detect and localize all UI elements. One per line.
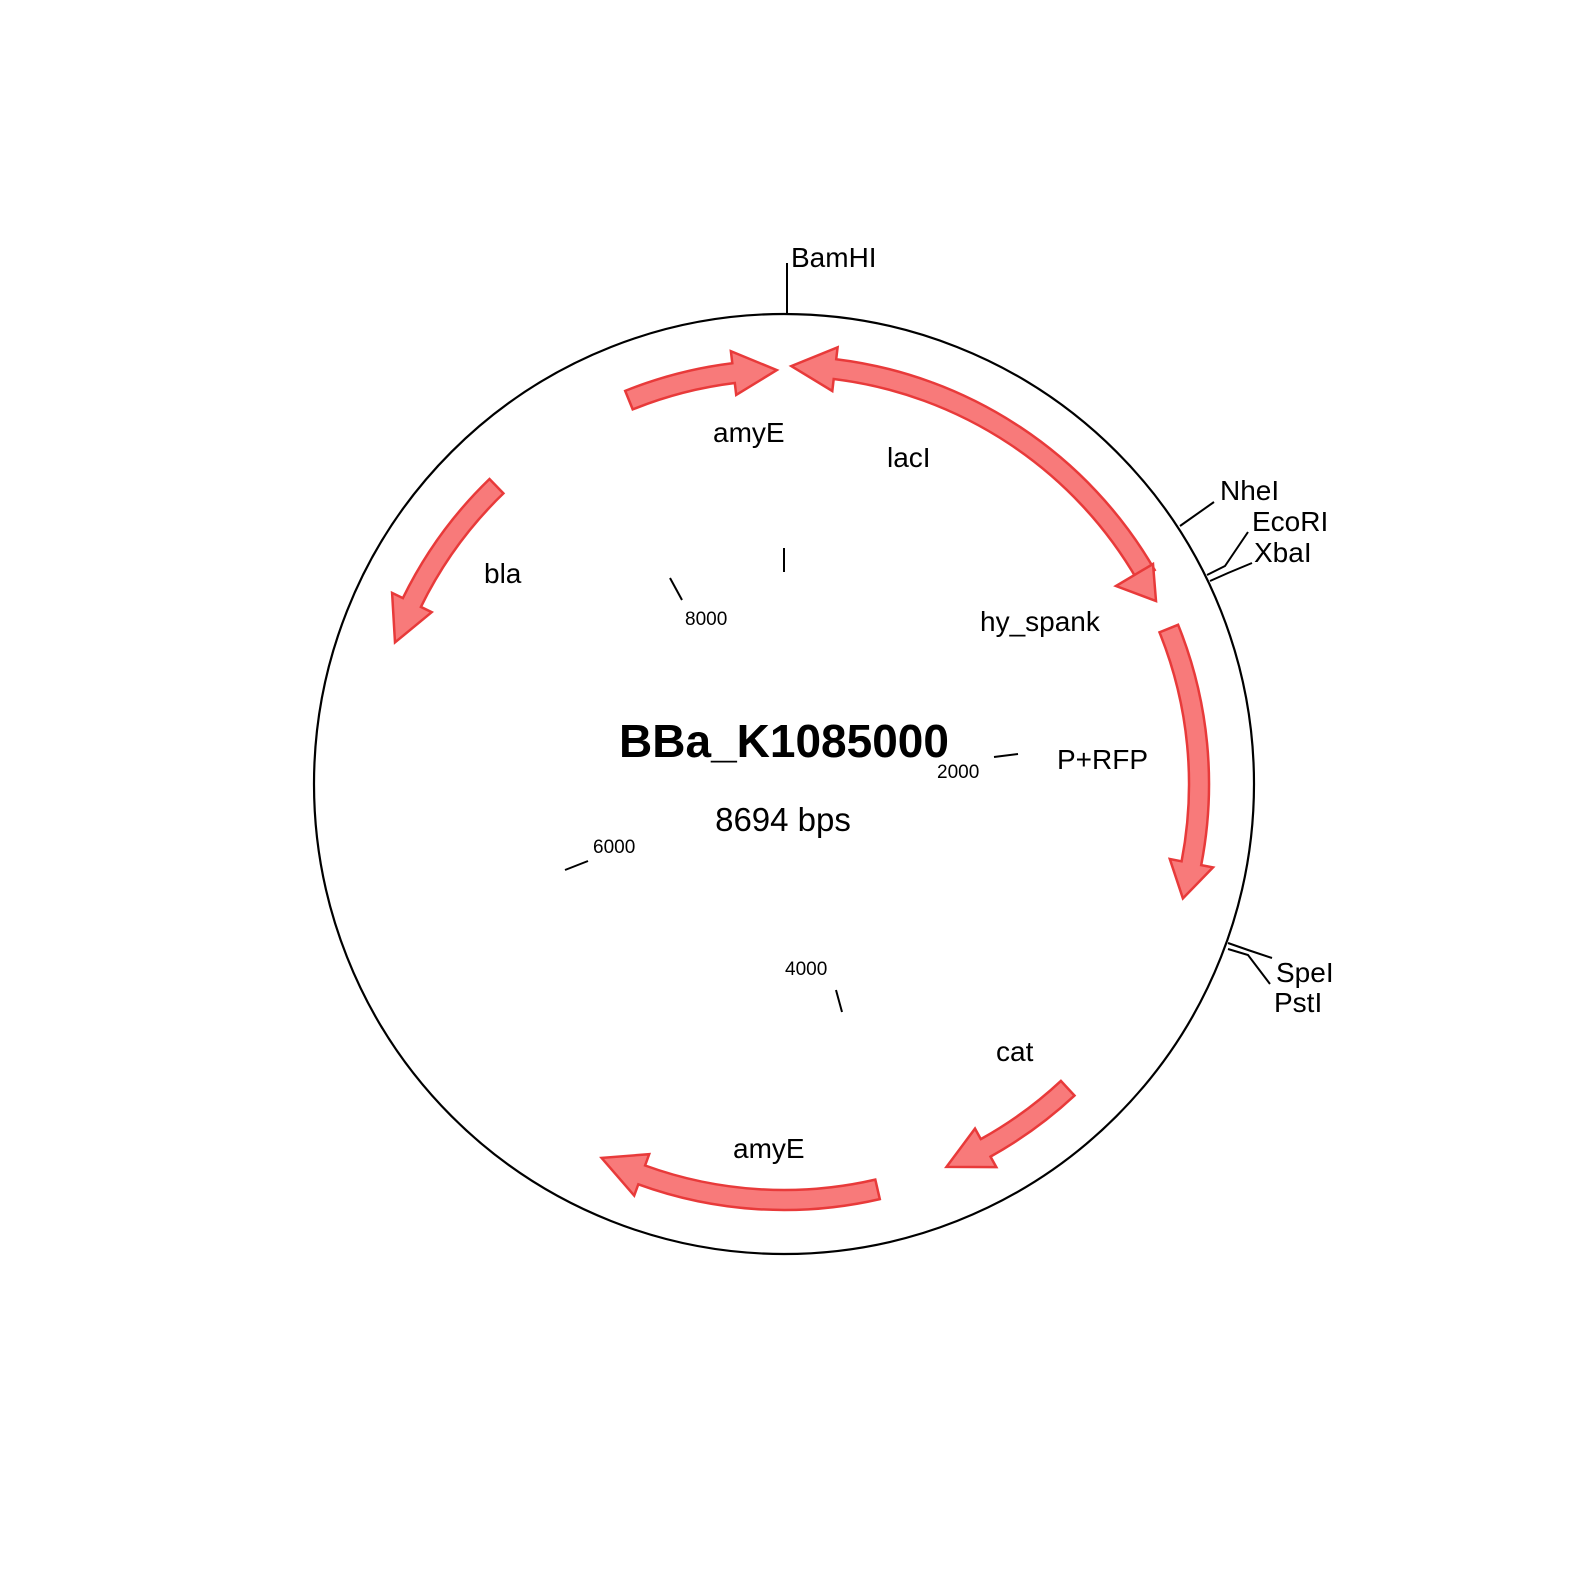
feature-arrows: [390, 345, 1216, 1212]
bamhi-label: BamHI: [791, 242, 877, 273]
spei-marker: [1227, 942, 1273, 959]
tick-8000-label: 8000: [685, 609, 727, 630]
laci-label: lacI: [887, 442, 931, 473]
feature-labels: amyE lacI bla hy_spank P+RFP cat amyE: [484, 417, 1148, 1164]
psti-label: PstI: [1274, 987, 1322, 1018]
plasmid-backbone: [312, 312, 1256, 1256]
bla-label: bla: [484, 558, 522, 589]
amye-2-label: amyE: [733, 1133, 805, 1164]
p-rfp-label: P+RFP: [1057, 744, 1148, 775]
amye-2-arrow: [599, 1152, 882, 1212]
cat-arrow: [944, 1079, 1077, 1169]
ecori-label: EcoRI: [1252, 506, 1328, 537]
tick-2000-mark: [993, 753, 1019, 758]
cat-label: cat: [996, 1036, 1034, 1067]
amye-1-label: amyE: [713, 417, 785, 448]
plasmid-name: BBa_K1085000: [619, 715, 949, 767]
psti-marker: [1227, 948, 1271, 985]
position-ticks: [564, 548, 1019, 1013]
xbai-marker: [1209, 562, 1253, 582]
tick-4000-mark: [835, 989, 843, 1013]
hy-spank-arrow: [1113, 561, 1158, 603]
tick-6000-label: 6000: [593, 837, 635, 858]
tick-6000-mark: [564, 860, 589, 871]
hy-spank-label: hy_spank: [980, 606, 1101, 637]
spei-label: SpeI: [1276, 957, 1334, 988]
laci-arrow: [788, 345, 1157, 582]
tick-8000-mark: [669, 577, 683, 601]
bla-arrow: [390, 477, 506, 645]
tick-2000-label: 2000: [937, 762, 979, 783]
position-tick-labels: 2000 4000 6000 8000: [593, 609, 979, 980]
restriction-site-markers: [786, 263, 1273, 985]
ecori-marker: [1206, 531, 1249, 576]
amye-1-arrow: [623, 349, 780, 412]
tick-4000-label: 4000: [785, 959, 827, 980]
xbai-label: XbaI: [1254, 537, 1312, 568]
restriction-site-labels: BamHI NheI EcoRI XbaI SpeI PstI: [791, 242, 1334, 1018]
nhei-label: NheI: [1220, 475, 1279, 506]
nhei-marker: [1179, 501, 1215, 527]
p-rfp-arrow: [1157, 623, 1216, 901]
plasmid-length: 8694 bps: [715, 801, 851, 838]
